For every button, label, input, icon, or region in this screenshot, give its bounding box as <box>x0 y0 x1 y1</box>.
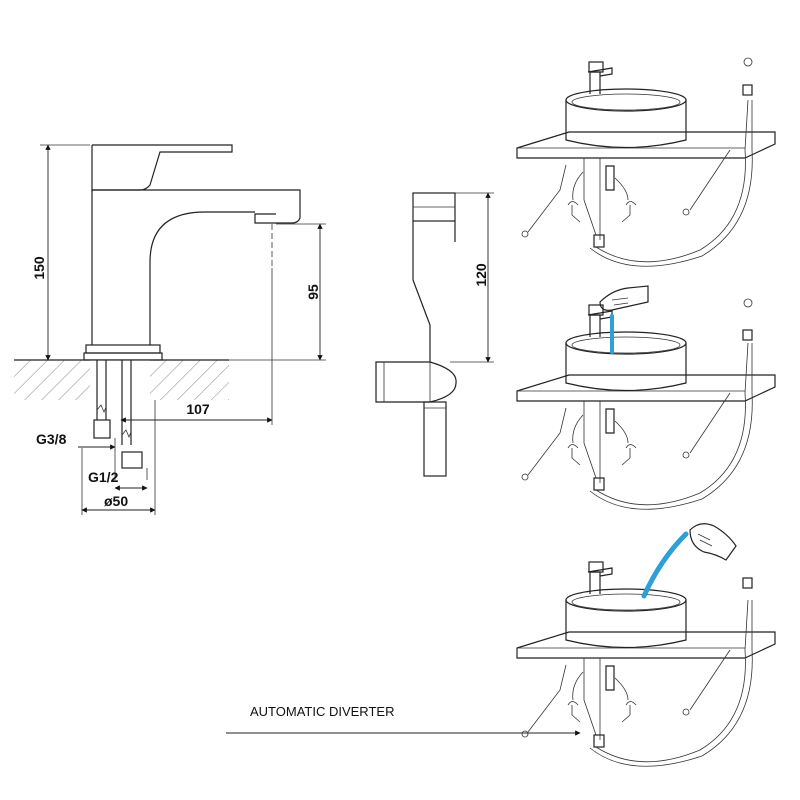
dim-label-120: 120 <box>473 263 489 287</box>
faucet-side-view: 150 95 107 G3/8 G1/2 ø50 <box>14 144 326 515</box>
usage-state-idle <box>516 57 776 267</box>
dim-label-diameter: ø50 <box>104 493 128 509</box>
dim-label-g12: G1/2 <box>88 469 119 485</box>
dim-label-g38: G3/8 <box>36 431 67 447</box>
dim-label-107: 107 <box>186 401 210 417</box>
automatic-diverter-label: AUTOMATIC DIVERTER <box>250 704 394 719</box>
shower-holder-view: 120 <box>375 192 494 477</box>
usage-state-faucet <box>516 285 776 510</box>
dim-label-150: 150 <box>31 256 47 280</box>
shower-water-spray <box>641 531 689 599</box>
usage-state-shower: AUTOMATIC DIVERTER <box>226 523 776 767</box>
dim-label-95: 95 <box>305 284 321 300</box>
